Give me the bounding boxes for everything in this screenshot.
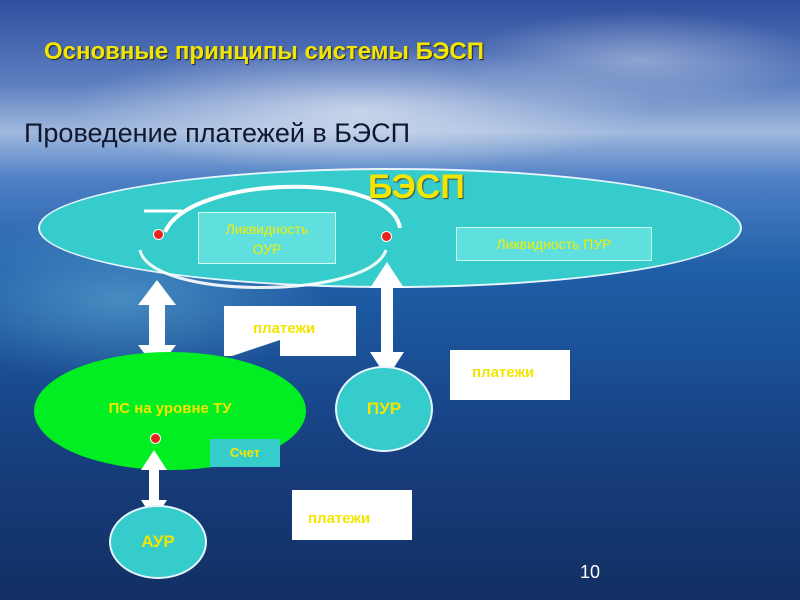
liquidity-our-box: Ликвидность ОУР (198, 212, 336, 264)
account-box: Счет (210, 439, 280, 467)
liquidity-our-line1: Ликвидность (225, 221, 309, 237)
connection-dot-ps (150, 433, 161, 444)
pur-circle: ПУР (335, 366, 433, 452)
page-number: 10 (580, 562, 601, 582)
arrow-ps-aur (141, 450, 167, 520)
slide-subtitle: Проведение платежей в БЭСП (24, 118, 410, 148)
payments-callout-1 (224, 306, 356, 356)
liquidity-pur-box: Ликвидность ПУР (456, 227, 652, 261)
payments-label-3: платежи (308, 510, 371, 527)
payments-callout-2 (450, 350, 570, 400)
arrow-besp-pur (370, 262, 404, 378)
payments-label-1: платежи (253, 320, 316, 337)
liquidity-arc-top (163, 184, 402, 233)
connection-dot-pur (381, 231, 392, 242)
arrow-besp-ps (138, 280, 176, 370)
aur-circle: АУР (109, 505, 207, 579)
ps-label: ПС на уровне ТУ (108, 400, 232, 417)
liquidity-our-line2: ОУР (252, 241, 282, 257)
payments-callout-3 (292, 490, 412, 540)
connection-dot-our (153, 229, 164, 240)
slide-title: Основные принципы системы БЭСП (44, 38, 484, 65)
besp-label: БЭСП (368, 168, 465, 206)
payments-label-2: платежи (472, 364, 535, 381)
liquidity-arc-bottom (138, 249, 388, 289)
